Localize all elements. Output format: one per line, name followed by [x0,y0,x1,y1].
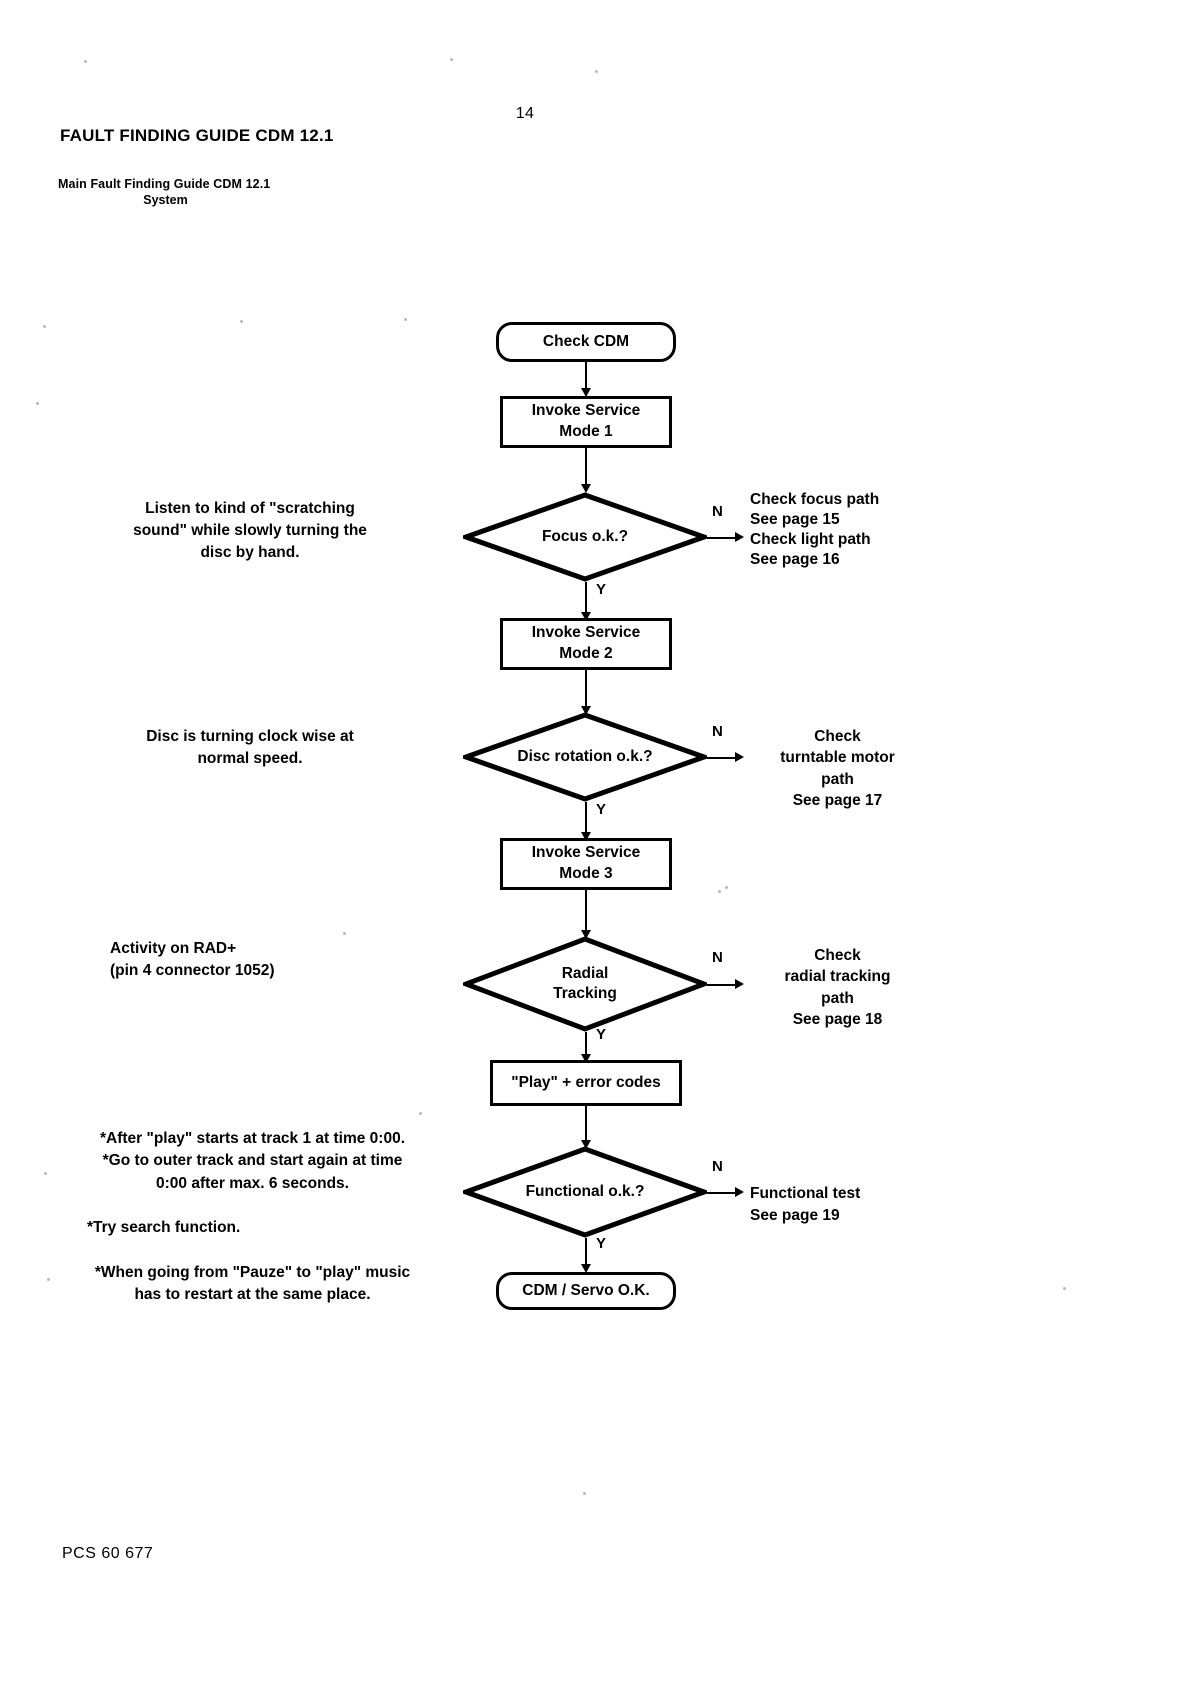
flow-terminal-start: Check CDM [496,322,676,362]
flow-decision-2-label: Disc rotation o.k.? [517,747,653,765]
arrow-decision3-no [735,979,744,989]
scan-speck [84,60,87,63]
scan-speck [343,932,346,935]
annotation-left-disc-rotation: Disc is turning clock wise at normal spe… [146,728,354,767]
footer-code: PCS 60 677 [62,1545,154,1562]
connector-step2-to-decision2 [585,670,587,712]
branch-label-yes-3: Y [596,1026,607,1043]
flow-terminal-end: CDM / Servo O.K. [496,1272,676,1310]
connector-step4-to-decision4 [585,1106,587,1146]
scan-speck [419,1112,422,1115]
annotation-right-radial-tracking-path: Check radial tracking path See page 18 [784,947,891,1029]
connector-decision1-yes [585,582,587,618]
connector-decision4-yes [585,1238,587,1270]
arrow-decision4-no [735,1187,744,1197]
flow-process-4-label: "Play" + error codes [511,1073,661,1091]
flow-process-play-error-codes: "Play" + error codes [490,1060,682,1106]
scan-speck [404,318,407,321]
branch-label-no-1: N [712,503,723,520]
annotation-left-radial-tracking: Activity on RAD+ (pin 4 connector 1052) [110,940,275,979]
document-subtitle-line1: Main Fault Finding Guide CDM 12.1 [58,177,271,191]
branch-label-yes-2: Y [596,801,607,818]
arrow-decision2-yes [581,832,591,841]
branch-label-yes-4: Y [596,1235,607,1252]
scan-speck [583,1492,586,1495]
arrow-decision1-no [735,532,744,542]
flow-process-invoke-service-mode-2: Invoke Service Mode 2 [500,618,672,670]
connector-decision3-no [707,984,737,986]
connector-decision2-no [707,757,737,759]
flow-process-1-label: Invoke Service Mode 1 [531,402,641,440]
scan-speck [718,890,721,893]
scan-speck [43,325,46,328]
connector-decision1-no [707,537,737,539]
diamond-shape-4 [463,1146,707,1238]
arrow-step1-to-decision1 [581,484,591,493]
flow-process-3-label: Invoke Service Mode 3 [531,844,641,882]
arrow-step3-to-decision3 [581,930,591,939]
flow-decision-3-label: Radial Tracking [553,964,617,1002]
flow-process-invoke-service-mode-1: Invoke Service Mode 1 [500,396,672,448]
scan-speck [595,70,598,73]
arrow-decision2-no [735,752,744,762]
flow-process-2-label: Invoke Service Mode 2 [531,624,641,662]
flow-terminal-start-label: Check CDM [542,332,630,350]
flow-decision-radial-tracking: Radial Tracking [463,936,707,1032]
note-item: *When going from "Pauze" to "play" music… [94,1263,411,1304]
diamond-shape-1 [463,492,707,582]
annotation-right-focus-path: Check focus path See page 15 Check light… [750,491,880,569]
arrow-decision3-yes [581,1054,591,1063]
flow-process-invoke-service-mode-3: Invoke Service Mode 3 [500,838,672,890]
diamond-shape-2 [463,712,707,802]
note-item: *After "play" starts at track 1 at time … [99,1130,406,1192]
arrow-decision4-yes [581,1264,591,1273]
scan-speck [450,58,453,61]
note-item: *Try search function. [87,1219,241,1237]
annotation-right-turntable-motor: Check turntable motor path See page 17 [780,728,895,810]
diamond-shape-3 [463,936,707,1032]
annotation-right-functional-test: Functional test See page 19 [750,1185,861,1225]
scan-speck [47,1278,50,1281]
flow-decision-1-label: Focus o.k.? [541,527,629,545]
arrow-step4-to-decision4 [581,1140,591,1149]
connector-decision2-yes [585,802,587,838]
flow-decision-functional-ok: Functional o.k.? [463,1146,707,1238]
connector-decision4-no [707,1192,737,1194]
notes-block: *After "play" starts at track 1 at time … [75,1128,430,1307]
arrow-decision1-yes [581,612,591,621]
branch-label-yes-1: Y [596,581,607,598]
connector-step1-to-decision1 [585,448,587,490]
flow-terminal-end-label: CDM / Servo O.K. [522,1281,650,1299]
branch-label-no-3: N [712,949,723,966]
flow-decision-focus-ok: Focus o.k.? [463,492,707,582]
annotation-left-focus: Listen to kind of "scratching sound" whi… [133,500,367,561]
flow-decision-4-label: Functional o.k.? [525,1182,645,1200]
document-title: FAULT FINDING GUIDE CDM 12.1 [60,126,334,145]
arrow-start-to-step1 [581,388,591,397]
scan-speck [44,1172,47,1175]
page-number: 14 [515,105,535,122]
document-subtitle-line2: System [143,193,188,207]
scan-speck [36,402,39,405]
arrow-step2-to-decision2 [581,706,591,715]
connector-start-to-step1 [585,362,587,392]
scan-speck [240,320,243,323]
scan-speck [725,886,728,889]
connector-decision3-yes [585,1032,587,1060]
branch-label-no-4: N [712,1158,723,1175]
connector-step3-to-decision3 [585,890,587,936]
scan-speck [1063,1287,1066,1290]
branch-label-no-2: N [712,723,723,740]
flow-decision-disc-rotation-ok: Disc rotation o.k.? [463,712,707,802]
